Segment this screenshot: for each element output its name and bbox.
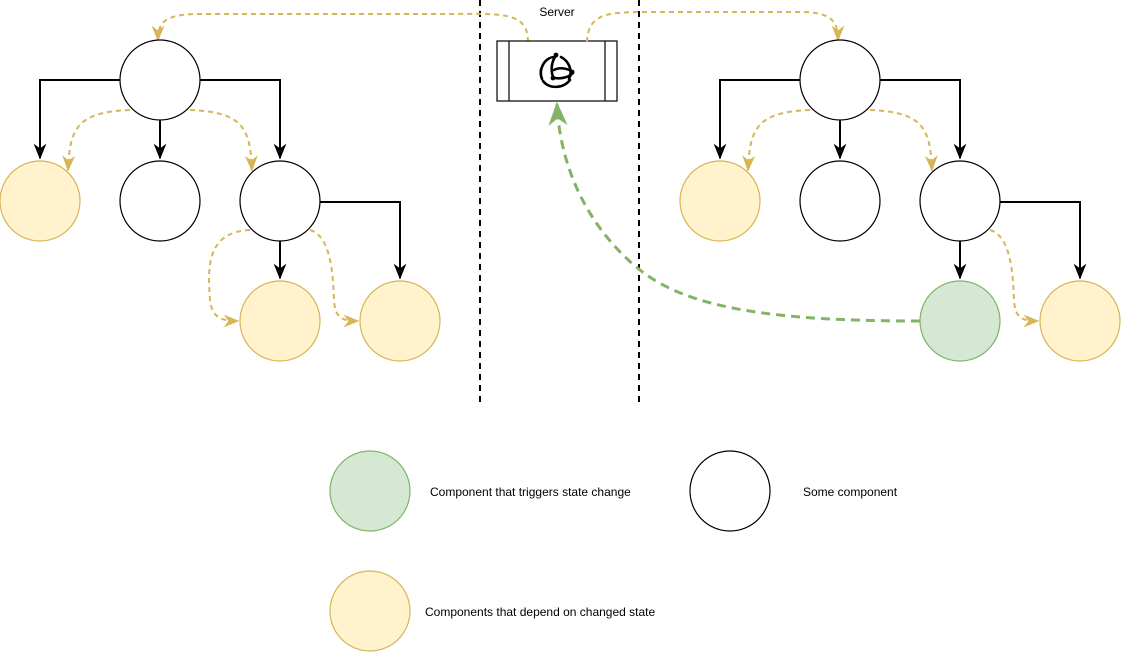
left-tree: [0, 12, 529, 362]
left-node-d: [239, 280, 321, 362]
server: Server: [496, 5, 618, 102]
left-node-c: [239, 160, 321, 242]
right-edge-root-to-c: [880, 79, 967, 160]
left-node-e: [359, 280, 441, 362]
left-root-node: [119, 39, 201, 121]
redux-icon: [539, 52, 575, 89]
right-root-node: [799, 39, 881, 121]
left-flow-root-to-c: [189, 109, 258, 172]
right-flow-root-to-c: [869, 109, 938, 172]
trigger-flow-to-server: [548, 101, 921, 323]
right-node-b: [799, 160, 881, 242]
legend-depend-label: Components that depend on changed state: [425, 605, 656, 619]
left-edge-root-to-c: [200, 79, 287, 160]
left-flow-server-to-root: [151, 12, 529, 43]
server-box: [496, 40, 618, 102]
right-flow-root-to-a: [742, 109, 811, 172]
right-node-a: [679, 160, 761, 242]
legend-some-swatch: [689, 450, 771, 532]
right-tree: [548, 11, 1121, 362]
server-label: Server: [539, 5, 574, 19]
left-edge-root-to-a: [33, 79, 121, 160]
legend-depend-swatch: [329, 570, 411, 652]
legend-trigger-label: Component that triggers state change: [430, 485, 631, 499]
legend: Component that triggers state change Som…: [329, 450, 898, 652]
left-node-a: [0, 160, 81, 242]
right-node-trigger: [919, 280, 1001, 362]
right-node-c: [919, 160, 1001, 242]
right-node-e: [1039, 280, 1121, 362]
right-edge-c-to-e: [1000, 201, 1087, 280]
left-flow-c-to-d: [208, 229, 251, 328]
right-edge-root-to-a: [713, 79, 801, 160]
right-flow-c-to-e: [989, 229, 1040, 328]
left-flow-root-to-a: [62, 109, 131, 172]
legend-trigger-swatch: [329, 450, 411, 532]
right-flow-server-to-root: [586, 11, 845, 43]
left-flow-c-to-e: [309, 229, 360, 328]
left-edge-c-to-e: [320, 201, 407, 280]
left-node-b: [119, 160, 201, 242]
legend-some-label: Some component: [803, 485, 898, 499]
